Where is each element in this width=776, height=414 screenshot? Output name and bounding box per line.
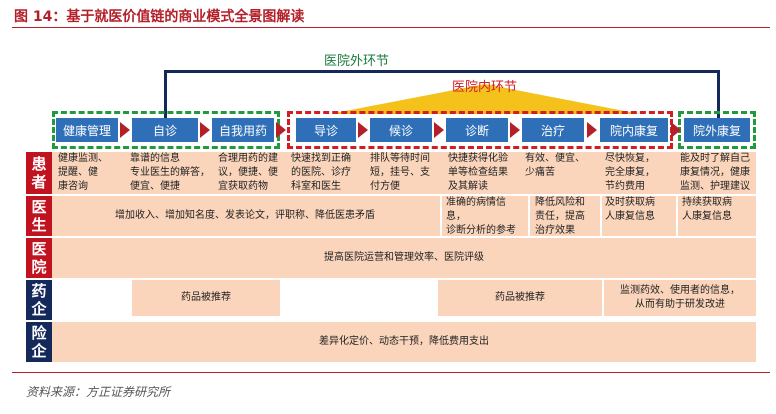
outer-ring-bracket-right [717, 70, 720, 118]
flow-arrow [587, 122, 597, 138]
row-label-hospital: 医院 [26, 238, 52, 278]
stage-self-diagnosis: 自诊 [132, 118, 198, 142]
source-divider [12, 372, 770, 373]
stage-inpatient-rehab: 院内康复 [600, 118, 668, 142]
row-label-patient: 患者 [26, 152, 52, 194]
stage-outpatient-rehab: 院外康复 [684, 118, 750, 142]
insurance-cell: 差异化定价、动态干预，降低费用支出 [319, 336, 489, 347]
doctor-cell-outpatient-rehab: 持续获取病 人康复信息 [682, 197, 732, 222]
row-bg-insurance [52, 322, 756, 362]
patient-cell-diagnosis: 快捷获得化验 单等检查结果 及其解读 [448, 153, 508, 192]
stage-waiting: 候诊 [370, 118, 432, 142]
row-divider [676, 196, 678, 236]
inner-ring-label: 医院内环节 [452, 80, 518, 95]
stage-health-management: 健康管理 [56, 118, 118, 142]
outer-ring-label: 医院外环节 [324, 54, 390, 69]
row-bg-doctor [52, 196, 756, 236]
patient-cell-guidance: 快速找到正确 的医院、诊疗 科室和医生 [291, 153, 351, 192]
patient-cell-self-diagnosis: 靠谱的信息 专业医生的解答， 便宜、便捷 [130, 153, 210, 192]
outer-ring-bracket-left [164, 70, 167, 118]
flow-arrow [358, 122, 368, 138]
stage-guidance: 导诊 [296, 118, 356, 142]
inner-ring-triangle [330, 84, 640, 114]
stage-treatment: 治疗 [522, 118, 584, 142]
pharma-cell-rehab: 监测药效、使用者的信息， 从而有助于研发改进 [604, 280, 756, 316]
flow-arrow [671, 122, 681, 138]
pharma-cell-diagnosis-treatment: 药品被推荐 [438, 280, 602, 316]
outer-ring-bracket-top [164, 70, 720, 73]
doctor-cell-treatment: 降低风险和 责任，提高 治疗效果 [535, 197, 585, 236]
row-bg-hospital [52, 238, 756, 278]
source-note: 资料来源：方正证券研究所 [26, 385, 171, 399]
pharma-cell-self-care: 药品被推荐 [132, 280, 280, 316]
row-label-insurance: 险企 [26, 322, 52, 362]
figure-title: 图 14：基于就医价值链的商业模式全景图解读 [14, 9, 305, 25]
row-label-doctor: 医生 [26, 196, 52, 236]
flow-arrow [200, 122, 210, 138]
flow-arrow [120, 122, 130, 138]
doctor-cell-inpatient-rehab: 及时获取病 人康复信息 [605, 197, 655, 222]
patient-cell-self-medication: 合理用药的建 议，便捷、便 宜获取药物 [218, 153, 278, 192]
hospital-cell: 提高医院运营和管理效率、医院评级 [324, 252, 484, 263]
row-divider [528, 196, 530, 236]
flow-arrow [510, 122, 520, 138]
flow-arrow [276, 122, 286, 138]
stage-self-medication: 自我用药 [212, 118, 274, 142]
flow-arrow [434, 122, 444, 138]
patient-cell-treatment: 有效、便宜、 少痛苦 [525, 153, 585, 178]
row-divider [440, 196, 442, 236]
row-label-pharma: 药企 [26, 280, 52, 320]
patient-cell-waiting: 排队等待时间 短，挂号、支 付方便 [370, 153, 430, 192]
patient-cell-outpatient-rehab: 能及时了解自己 康复情况，健康 监测、护理建议 [680, 153, 750, 192]
doctor-cell-general: 增加收入、增加知名度、发表论文，评职称、降低医患矛盾 [115, 210, 375, 221]
title-divider [12, 27, 770, 28]
patient-cell-inpatient-rehab: 尽快恢复， 完全康复， 节约费用 [605, 153, 655, 192]
stage-diagnosis: 诊断 [446, 118, 508, 142]
row-divider [600, 196, 602, 236]
row-bg-patient [52, 152, 756, 194]
patient-cell-health-management: 健康监测、 提醒、健 康咨询 [58, 153, 108, 192]
